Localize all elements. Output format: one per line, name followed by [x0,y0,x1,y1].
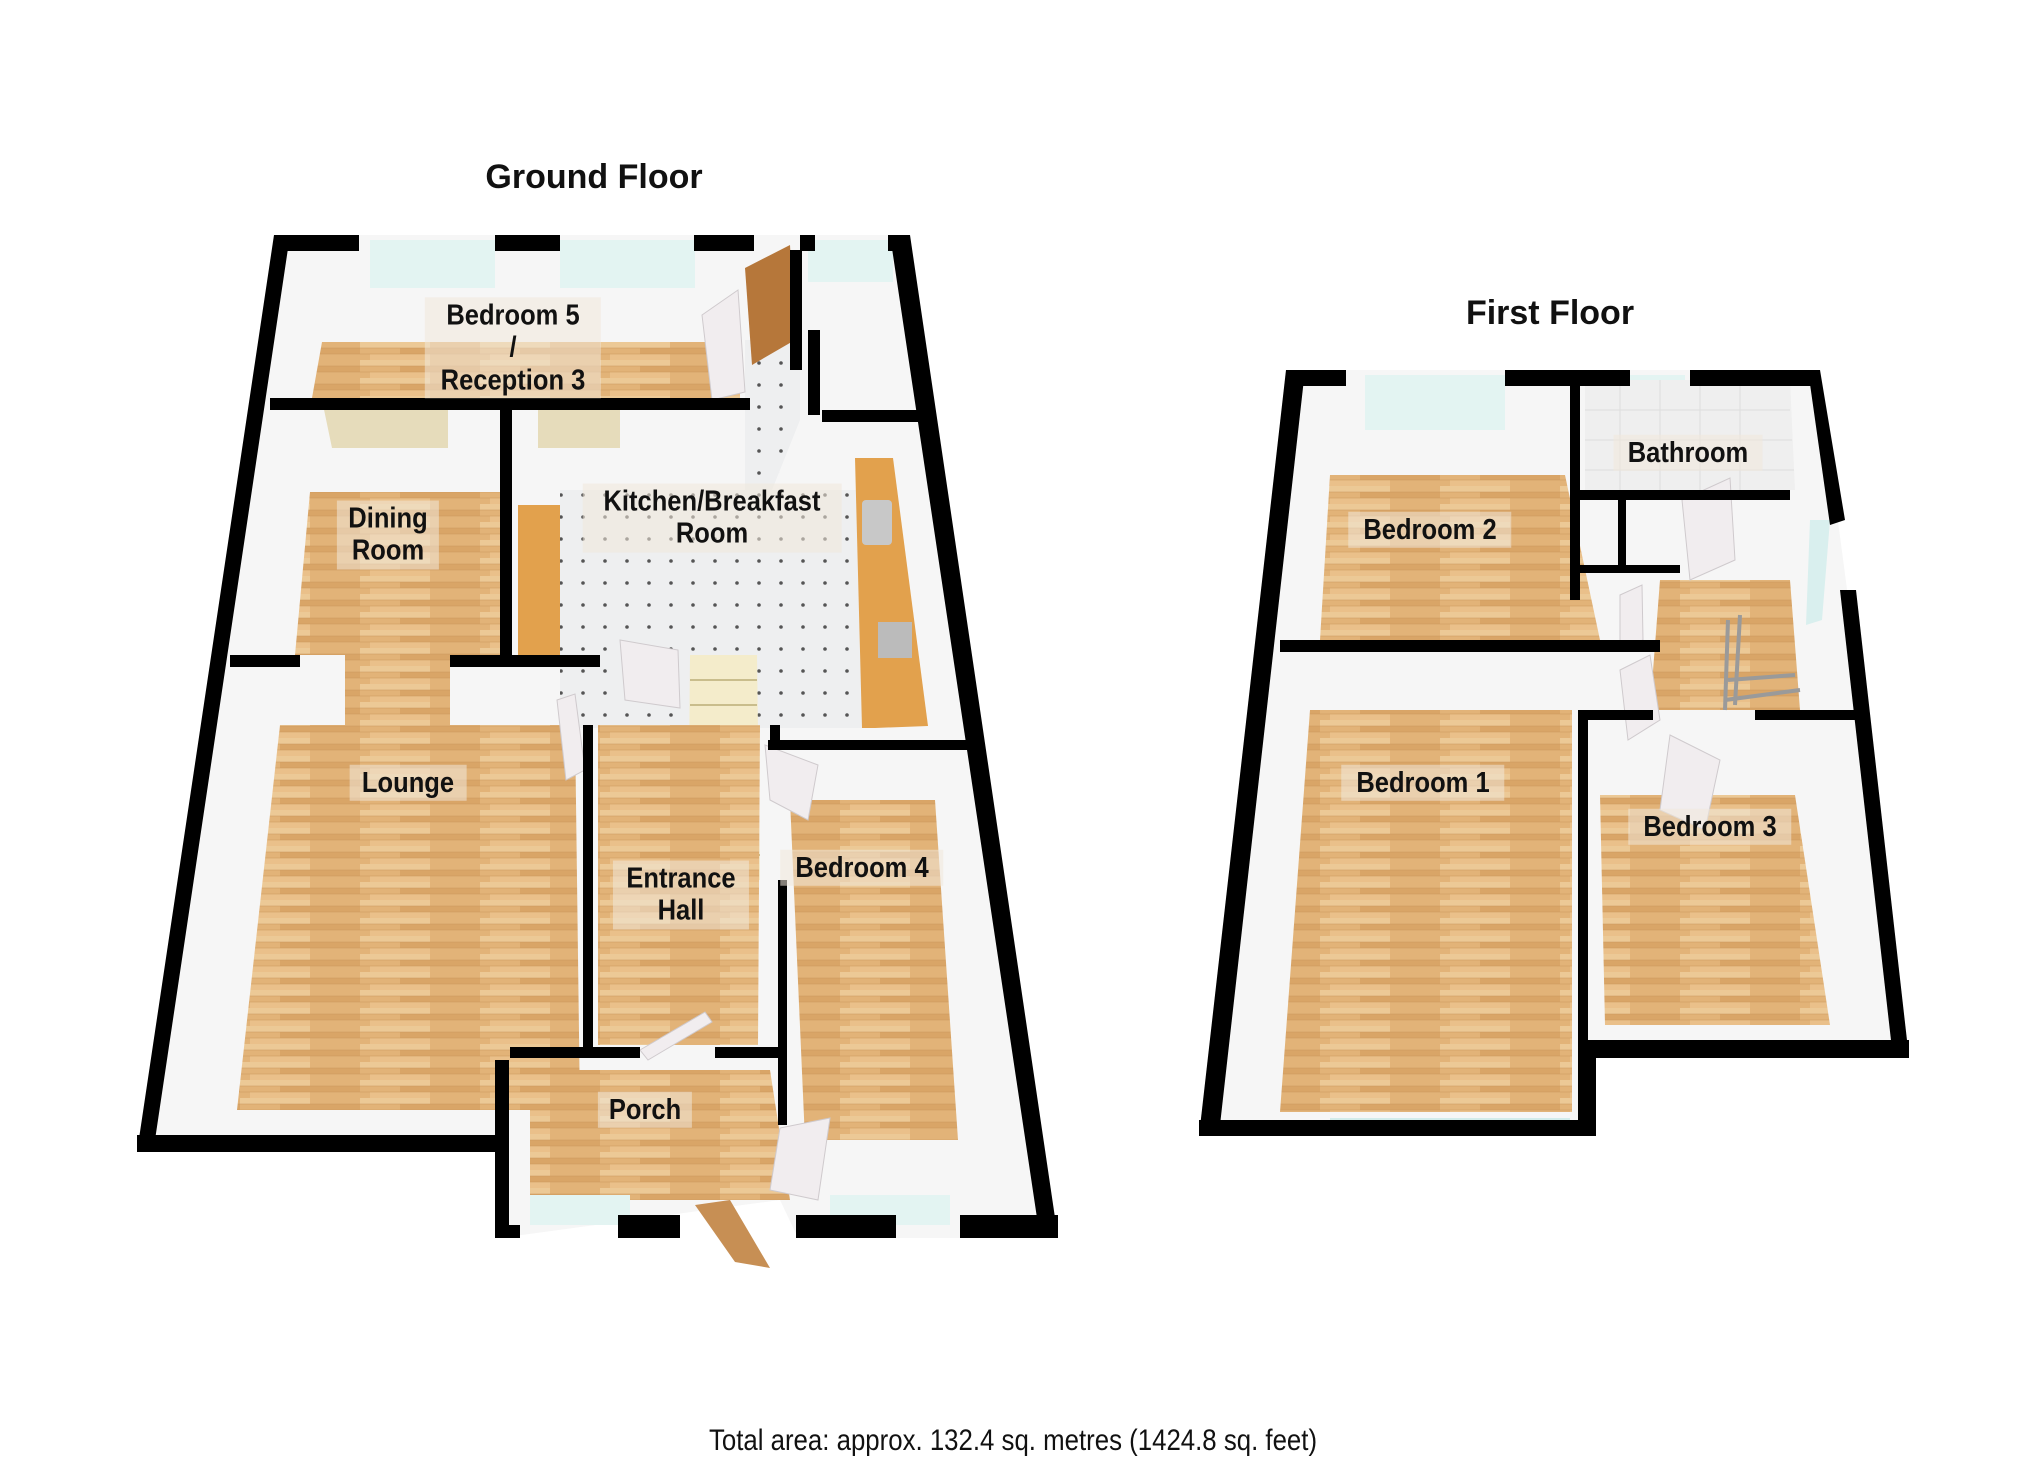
first-floor-title: First Floor [1465,294,1635,332]
first-floor-plan [1199,370,1909,1136]
bedroom-2-floor [1320,475,1600,640]
door-front-external [695,1200,770,1268]
room-label-lounge: Lounge [349,764,467,802]
door-hall [639,1011,713,1061]
door-bedroom-4-porch [769,1117,831,1201]
lounge-floor [237,725,580,1110]
room-label-kitchen: Kitchen/Breakfast Room [582,483,842,553]
ground-floor-walls [137,235,1058,1238]
door-bathroom [1681,477,1736,581]
kitchen-worktop-left [518,505,560,655]
door-bedroom-4 [764,744,819,821]
door-back-external [745,245,795,365]
room-label-bathroom: Bathroom [1613,434,1763,472]
door-cupboard [1619,584,1644,649]
bedroom-1-floor [1280,710,1572,1112]
room-label-bedroom-3: Bedroom 3 [1628,808,1792,846]
first-floor-walls [1199,370,1909,1136]
room-label-bedroom-2: Bedroom 2 [1348,511,1512,549]
bedroom-3-floor [1600,795,1830,1025]
room-label-bedroom-5: Bedroom 5 / Reception 3 [424,297,602,399]
room-label-dining-room: Dining Room [336,500,440,570]
room-label-bedroom-4: Bedroom 4 [780,849,944,887]
total-area-caption: Total area: approx. 132.4 sq. metres (14… [708,1424,1317,1457]
ground-floor-title: Ground Floor [485,158,703,196]
porch-floor [530,1070,790,1200]
room-label-bedroom-1: Bedroom 1 [1341,764,1505,802]
door-bedroom-5 [701,289,746,401]
room-label-entrance-hall: Entrance Hall [612,860,750,930]
door-kitchen [619,639,681,709]
room-label-porch: Porch [597,1091,693,1129]
